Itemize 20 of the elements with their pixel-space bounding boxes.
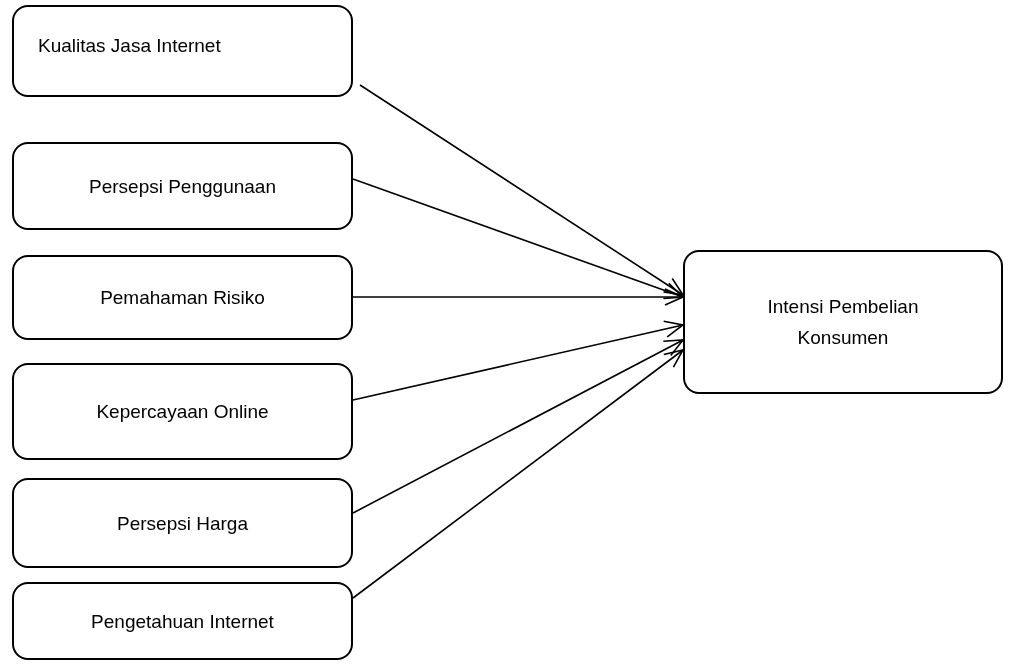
arrow <box>352 320 684 401</box>
arrow <box>352 178 684 300</box>
process-box <box>12 5 353 97</box>
box-label: Intensi Pembelian Konsumen <box>766 295 920 350</box>
process-box <box>12 142 353 230</box>
process-box <box>12 582 353 660</box>
process-box <box>12 478 353 568</box>
box-label: Kepercayaan Online <box>96 400 269 424</box>
box-label: Persepsi Penggunaan <box>89 174 276 199</box>
process-box <box>683 250 1003 394</box>
arrow <box>352 339 684 514</box>
box-label: Kualitas Jasa Internet <box>38 33 221 58</box>
box-label: Pengetahuan Internet <box>91 609 274 634</box>
arrow <box>352 288 684 306</box>
process-box <box>12 363 353 460</box>
arrow <box>359 84 684 296</box>
process-box <box>12 255 353 340</box>
box-label: Pemahaman Risiko <box>100 286 265 310</box>
arrow <box>352 349 684 599</box>
box-label: Persepsi Harga <box>117 511 248 536</box>
